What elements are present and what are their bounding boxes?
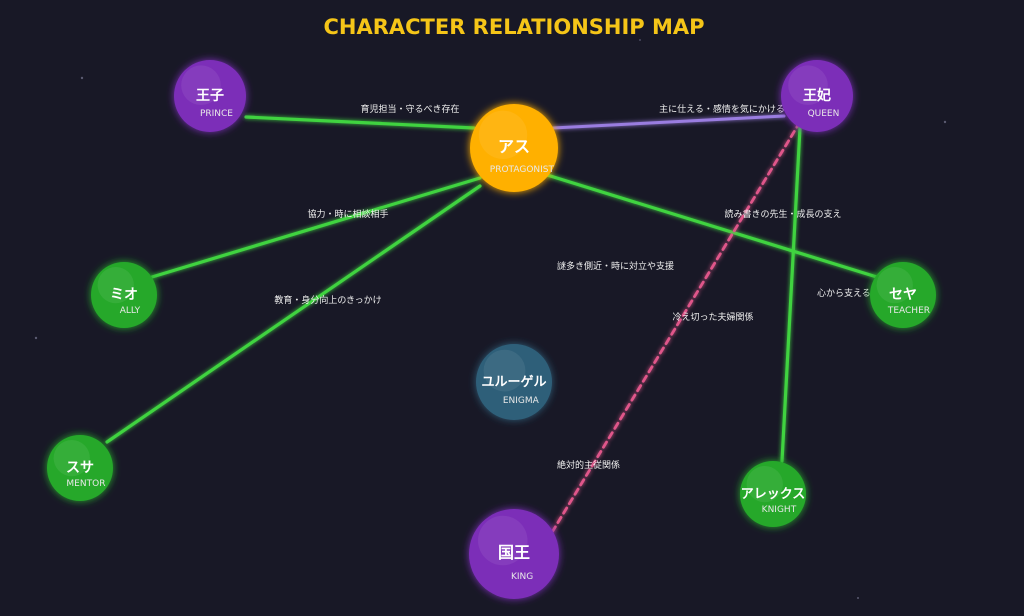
node-role-susa: MENTOR [66, 479, 105, 489]
page-title: CHARACTER RELATIONSHIP MAP [323, 15, 704, 39]
node-circle-queen[interactable] [781, 60, 853, 132]
node-circle-prince[interactable] [174, 60, 246, 132]
node-role-seya: TEACHER [887, 306, 930, 316]
node-highlight-alex [746, 465, 783, 503]
node-seya[interactable]: セヤ TEACHER [870, 262, 936, 328]
node-name-asu: アス [498, 137, 530, 156]
node-highlight-susa [53, 439, 90, 477]
link-mio-asu [150, 176, 482, 279]
node-highlight-mio [97, 266, 134, 304]
node-role-mio: ALLY [120, 306, 141, 316]
link-label-mio-asu: 協力・時に相談相手 [307, 208, 388, 220]
link-label-yurugel-king: 絶対的主従関係 [557, 459, 620, 471]
link-label-prince-asu: 育児担当・守るべき存在 [360, 103, 459, 115]
node-role-queen: QUEEN [808, 109, 840, 119]
link-prince-asu [244, 115, 476, 130]
node-circle-asu[interactable] [470, 104, 558, 192]
node-name-mio: ミオ [110, 287, 138, 303]
node-role-asu: PROTAGONIST [490, 165, 555, 175]
node-circle-susa[interactable] [47, 435, 113, 501]
node-name-yurugel: ユルーゲル [481, 374, 546, 390]
node-role-prince: PRINCE [200, 109, 233, 119]
link-label-asu-queen: 主に仕える・感情を気にかける [659, 103, 785, 115]
node-highlight-king [478, 515, 528, 566]
link-label-asu-seya: 読み書きの先生・成長の支え [724, 208, 841, 220]
node-susa[interactable]: スサ MENTOR [47, 435, 113, 501]
node-role-king: KING [511, 572, 533, 582]
node-circle-seya[interactable] [870, 262, 936, 328]
node-highlight-seya [876, 266, 913, 304]
link-asu-seya [542, 172, 882, 280]
node-name-queen: 王妃 [803, 87, 831, 104]
node-role-alex: KNIGHT [762, 505, 797, 515]
node-highlight-asu [478, 110, 528, 159]
node-name-alex: アレックス [741, 487, 806, 502]
node-prince[interactable]: 王子 PRINCE [174, 60, 246, 132]
background-stars [34, 39, 947, 599]
node-mio[interactable]: ミオ ALLY [91, 262, 157, 328]
node-name-susa: スサ [66, 460, 94, 476]
node-name-seya: セヤ [889, 287, 917, 303]
link-queen-alex [780, 126, 802, 463]
links-layer [105, 114, 882, 536]
node-name-king: 国王 [498, 543, 530, 562]
node-name-prince: 王子 [196, 88, 224, 104]
node-circle-alex[interactable] [740, 461, 806, 527]
node-circle-king[interactable] [469, 509, 559, 599]
node-highlight-queen [788, 65, 828, 105]
node-yurugel[interactable]: ユルーゲル ENIGMA [476, 344, 552, 420]
node-king[interactable]: 国王 KING [469, 509, 559, 599]
link-queen-king [549, 120, 802, 536]
nodes-layer: アス PROTAGONIST 王子 PRINCE 王妃 QUEEN ミオ ALLY セヤ TEAC… [47, 60, 936, 599]
node-role-yurugel: ENIGMA [503, 396, 540, 406]
node-highlight-prince [181, 65, 221, 105]
node-queen[interactable]: 王妃 QUEEN [781, 60, 853, 132]
link-asu-queen [551, 114, 786, 130]
node-highlight-yurugel [483, 349, 526, 392]
link-susa-asu [105, 184, 482, 444]
node-asu[interactable]: アス PROTAGONIST [470, 104, 558, 192]
node-alex[interactable]: アレックス KNIGHT [740, 461, 806, 527]
node-circle-mio[interactable] [91, 262, 157, 328]
link-label-susa-asu: 教育・身分向上のきっかけ [274, 294, 381, 306]
node-circle-yurugel[interactable] [476, 344, 552, 420]
link-label-queen-king: 冷え切った夫婦関係 [672, 311, 753, 323]
link-label-asu-yurugel: 謎多き側近・時に対立や支援 [557, 260, 674, 272]
